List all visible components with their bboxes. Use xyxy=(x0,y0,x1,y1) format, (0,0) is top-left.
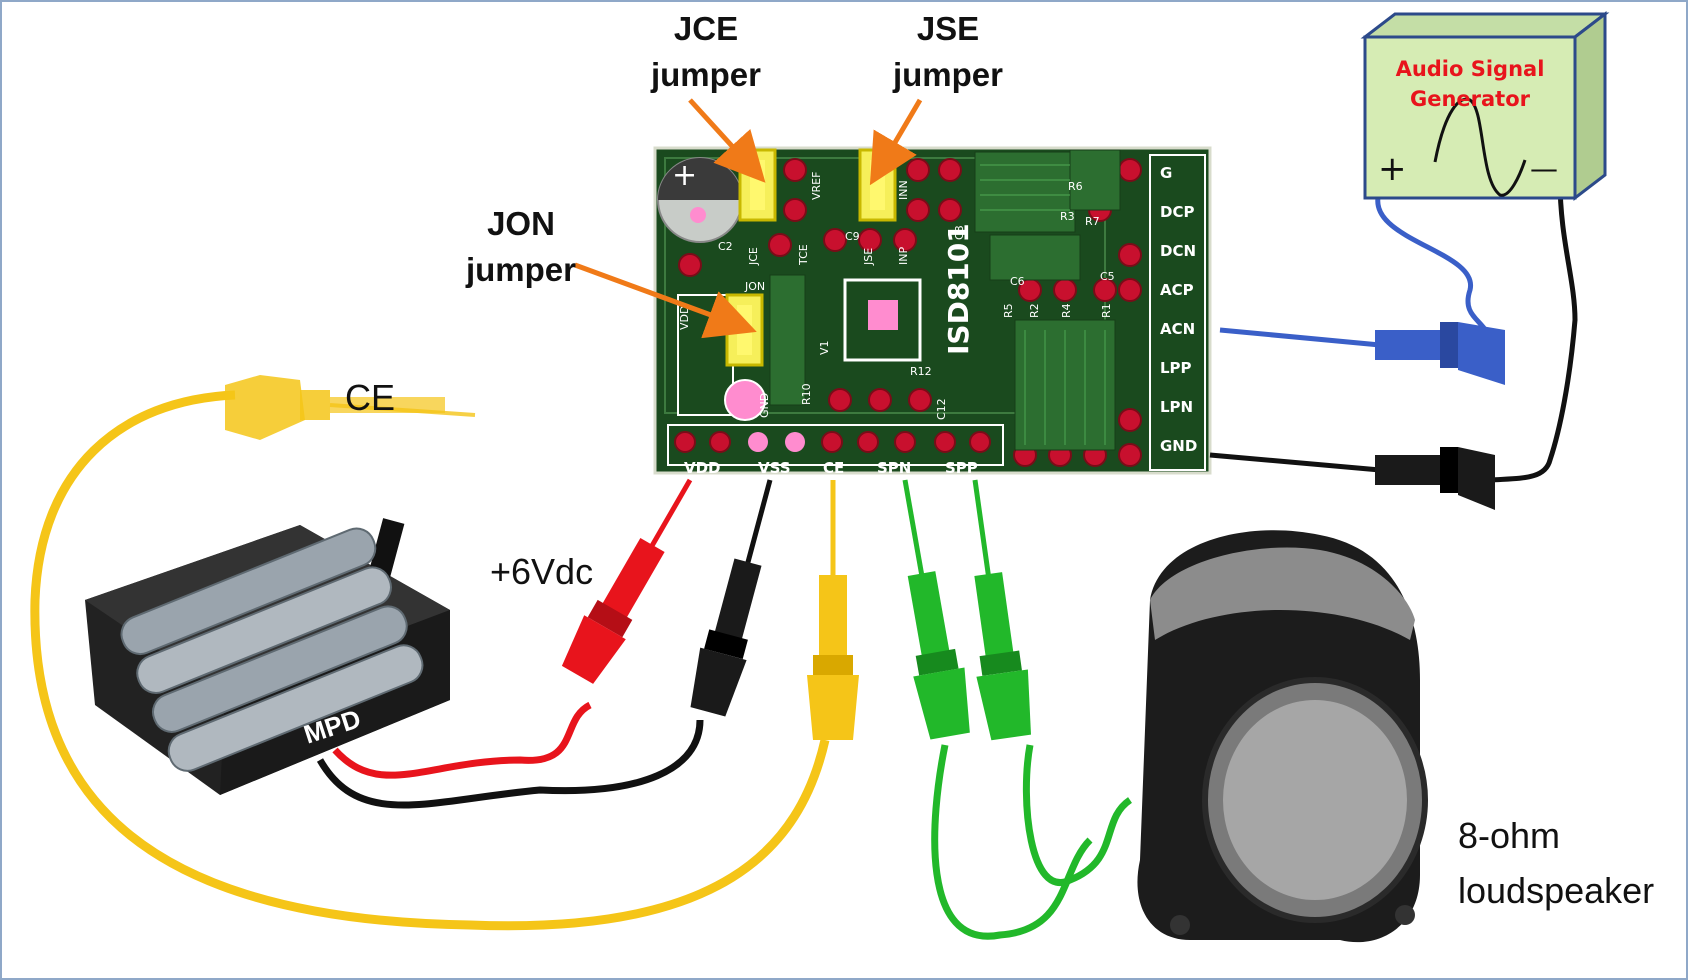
silk-vref-0: VREF xyxy=(810,172,823,200)
silk-tce-5: TCE xyxy=(797,244,810,266)
jon-arrow xyxy=(574,262,757,339)
jon-subtitle: jumper xyxy=(465,251,576,288)
silk-jse-3: JSE xyxy=(862,248,875,266)
silk-c5-23: C5 xyxy=(1100,270,1115,283)
generator-minus-terminal: — xyxy=(1530,152,1558,185)
silk-gnd-15: GND xyxy=(758,393,771,418)
silk-r2-20: R2 xyxy=(1028,303,1041,318)
jce-subtitle: jumper xyxy=(650,56,761,93)
silk-inn-1: INN xyxy=(897,180,910,200)
generator-plus-terminal: + xyxy=(1378,149,1407,189)
chip-label: ISD8101 xyxy=(942,223,975,355)
silk-vdd-10: VDD xyxy=(678,306,691,330)
signal-plus-wire xyxy=(1375,189,1493,346)
pin-label-acp: ACP xyxy=(1160,281,1194,299)
pin-label-spp: SPP xyxy=(945,459,978,477)
silk-c9-6: C9 xyxy=(845,230,860,243)
right-pin-labels: G DCP DCN ACP ACN LPP LPN GND xyxy=(1160,164,1197,455)
silk-c6-24: C6 xyxy=(1010,275,1025,288)
silk-r10-12: R10 xyxy=(800,383,813,405)
svg-text:+: + xyxy=(672,158,697,193)
vdd-wire xyxy=(332,701,592,779)
signal-plus-probe xyxy=(1219,322,1505,385)
loudspeaker xyxy=(1137,530,1428,943)
pin-label-vdd: VDD xyxy=(684,459,721,477)
silk-inp-4: INP xyxy=(897,247,910,265)
silk-r4-21: R4 xyxy=(1060,303,1073,318)
spn-probe xyxy=(902,479,970,740)
silk-r5-19: R5 xyxy=(1002,303,1015,318)
spn-wire xyxy=(931,744,1093,940)
silk-r1-22: R1 xyxy=(1100,303,1113,318)
pin-label-acn: ACN xyxy=(1160,320,1195,338)
pin-label-ce: CE xyxy=(823,459,844,477)
silk-c8-8: C8 xyxy=(953,225,966,240)
silk-c2-7: C2 xyxy=(718,240,733,253)
jce-arrow xyxy=(688,98,766,183)
pin-label-lpn: LPN xyxy=(1160,398,1193,416)
generator-title-line1: Audio Signal xyxy=(1396,57,1545,81)
audio-signal-generator xyxy=(1360,10,1610,202)
spp-wire xyxy=(1022,744,1133,886)
silk-r7-18: R7 xyxy=(1085,215,1100,228)
pin-label-dcp: DCP xyxy=(1160,203,1194,221)
pin-label-spn: SPN xyxy=(877,459,911,477)
pin-label-lpp: LPP xyxy=(1160,359,1192,377)
silk-c12-14: C12 xyxy=(935,398,948,420)
ce-probe xyxy=(807,480,859,740)
signal-minus-probe xyxy=(1209,447,1495,510)
silk-r12-13: R12 xyxy=(910,365,932,378)
pin-label-gnd: GND xyxy=(1160,437,1197,455)
battery-holder xyxy=(85,518,450,795)
silk-r3-17: R3 xyxy=(1060,210,1075,223)
pin-label-vss: VSS xyxy=(758,459,791,477)
vdd-probe xyxy=(561,478,693,684)
resistor-stripes xyxy=(980,164,1106,445)
bottom-header xyxy=(667,424,1004,466)
pin-label-dcn: DCN xyxy=(1160,242,1196,260)
speaker-label-line1: 8-ohm xyxy=(1458,815,1560,856)
generator-title-line2: Generator xyxy=(1410,87,1531,111)
spp-probe xyxy=(972,479,1031,741)
ce-label: CE xyxy=(345,377,395,418)
silk-r6-16: R6 xyxy=(1068,180,1083,193)
jce-title: JCE xyxy=(674,10,738,47)
ce-clip xyxy=(225,375,476,440)
pin-label-g: G xyxy=(1160,164,1172,182)
silk-v1-11: V1 xyxy=(818,340,831,355)
ce-wire xyxy=(30,390,830,931)
vss-wire xyxy=(316,719,704,809)
jse-title: JSE xyxy=(917,10,979,47)
silk-jon-9: JON xyxy=(744,280,765,293)
speaker-label-line2: loudspeaker xyxy=(1458,870,1654,911)
jse-arrow xyxy=(869,98,923,186)
signal-minus-wire xyxy=(1489,179,1578,483)
silk-jce-2: JCE xyxy=(747,247,760,266)
jon-title: JON xyxy=(487,205,555,242)
vss-probe xyxy=(690,479,773,717)
supply-label: +6Vdc xyxy=(490,551,593,592)
jse-subtitle: jumper xyxy=(892,56,1003,93)
bottom-pin-labels: VDD VSS CE SPN SPP xyxy=(684,459,978,477)
right-header xyxy=(1149,154,1206,471)
